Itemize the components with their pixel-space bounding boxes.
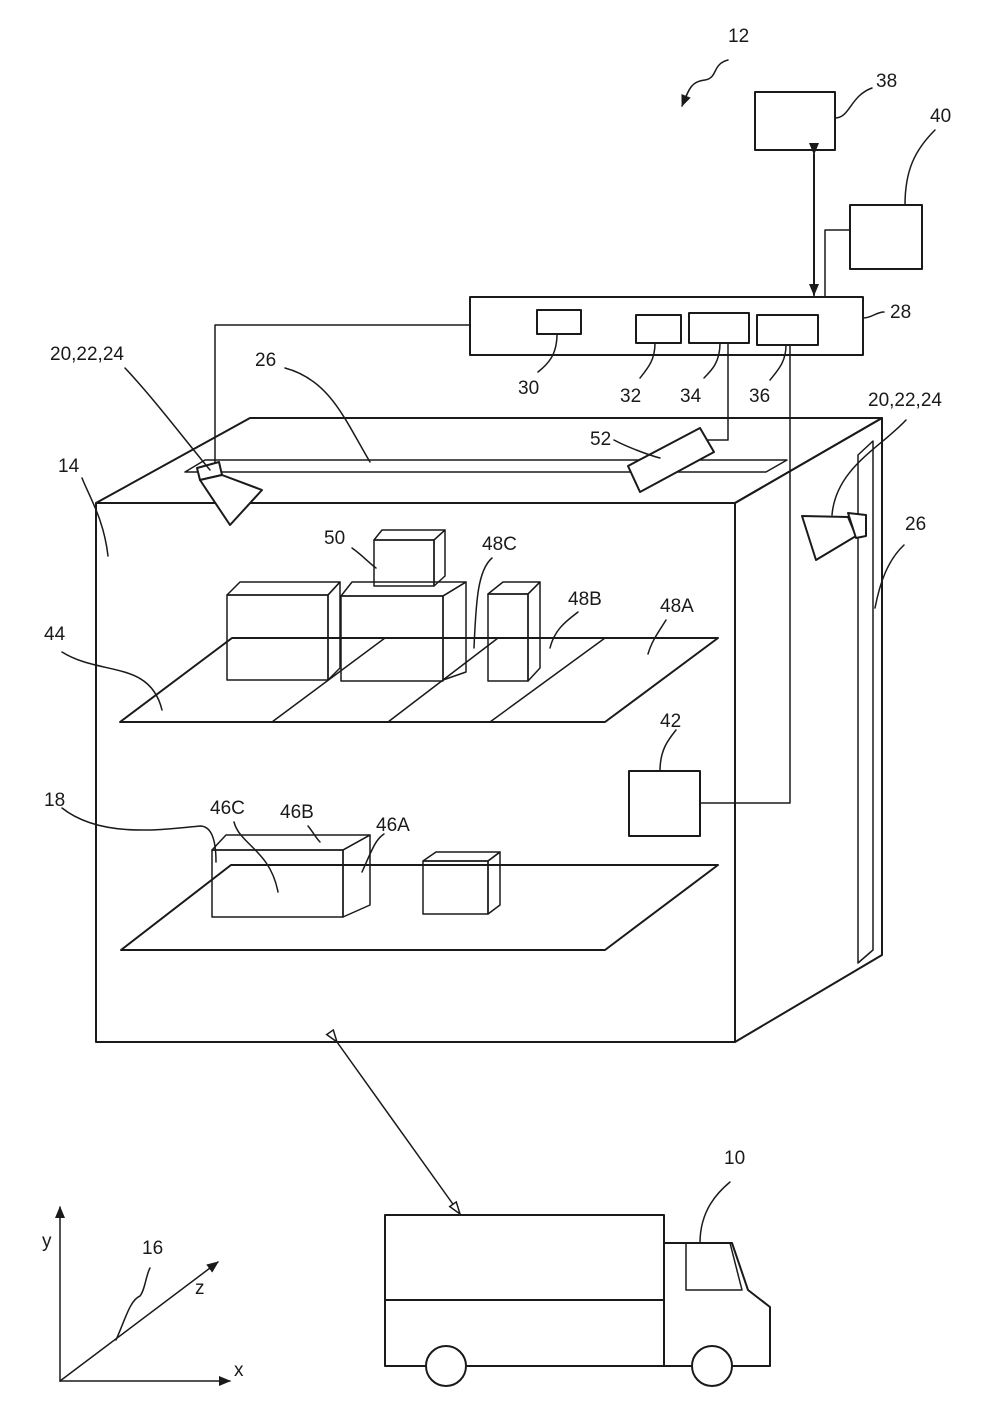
- label-shelf-18: 18: [44, 790, 65, 811]
- label-item-48B: 48B: [568, 589, 602, 610]
- label-axis-z: z: [195, 1278, 205, 1299]
- label-axis-label: 16: [142, 1238, 163, 1259]
- link-storage-vehicle: [337, 1042, 460, 1214]
- label-item-46B: 46B: [280, 802, 314, 823]
- item-50: 50: [324, 528, 445, 586]
- label-axis-x: x: [234, 1360, 244, 1381]
- storage-enclosure-14: 14: [58, 418, 882, 1042]
- item-46: 46C 46B 46A: [210, 798, 410, 917]
- side-rail-26: 26: [858, 441, 926, 963]
- module-30: [537, 310, 581, 334]
- label-rail-side: 26: [905, 514, 926, 535]
- system-reference: 12: [682, 26, 749, 106]
- label-item-46A: 46A: [376, 815, 410, 836]
- device-40: 40: [825, 106, 951, 297]
- controller-28: 28 30 32 34 36: [470, 297, 911, 407]
- label-axis-y: y: [42, 1231, 52, 1252]
- label-module-30: 30: [518, 378, 539, 399]
- unit-42: 42: [629, 711, 700, 836]
- sensor-left: 20,22,24: [50, 344, 262, 525]
- coordinate-axes: 16 y z x: [42, 1207, 244, 1381]
- label-sensors-left: 20,22,24: [50, 344, 124, 365]
- label-reader: 52: [590, 429, 611, 450]
- item-48C: 48C: [474, 534, 540, 681]
- label-48A: 48A: [648, 596, 694, 654]
- module-34: [689, 313, 749, 343]
- module-32: [636, 315, 681, 343]
- vehicle-10: 10: [385, 1148, 770, 1386]
- label-item-48C: 48C: [482, 534, 517, 555]
- label-unit-42: 42: [660, 711, 681, 732]
- label-48B: 48B: [550, 589, 602, 648]
- wire-module36-to-unit42: [700, 345, 790, 803]
- module-36: [757, 315, 818, 345]
- item-48C-box: [227, 582, 340, 680]
- label-device-38: 38: [876, 71, 897, 92]
- shelf-44: 44: [44, 624, 718, 722]
- label-storage: 14: [58, 456, 80, 477]
- label-shelf-44: 44: [44, 624, 66, 645]
- label-item-46C: 46C: [210, 798, 245, 819]
- label-sensors-right: 20,22,24: [868, 390, 942, 411]
- label-module-32: 32: [620, 386, 641, 407]
- item-lower-box: [423, 852, 500, 914]
- label-device-40: 40: [930, 106, 951, 127]
- label-system: 12: [728, 26, 749, 47]
- label-item-50: 50: [324, 528, 345, 549]
- label-module-36: 36: [749, 386, 770, 407]
- label-module-34: 34: [680, 386, 702, 407]
- wire-controller-to-sensor: [215, 325, 470, 467]
- device-38: 38: [755, 71, 897, 150]
- label-rail-top: 26: [255, 350, 276, 371]
- shelf-18: 18: [44, 790, 718, 950]
- label-controller: 28: [890, 302, 911, 323]
- label-item-48A: 48A: [660, 596, 694, 617]
- item-stack-box: [341, 582, 466, 681]
- label-vehicle: 10: [724, 1148, 745, 1169]
